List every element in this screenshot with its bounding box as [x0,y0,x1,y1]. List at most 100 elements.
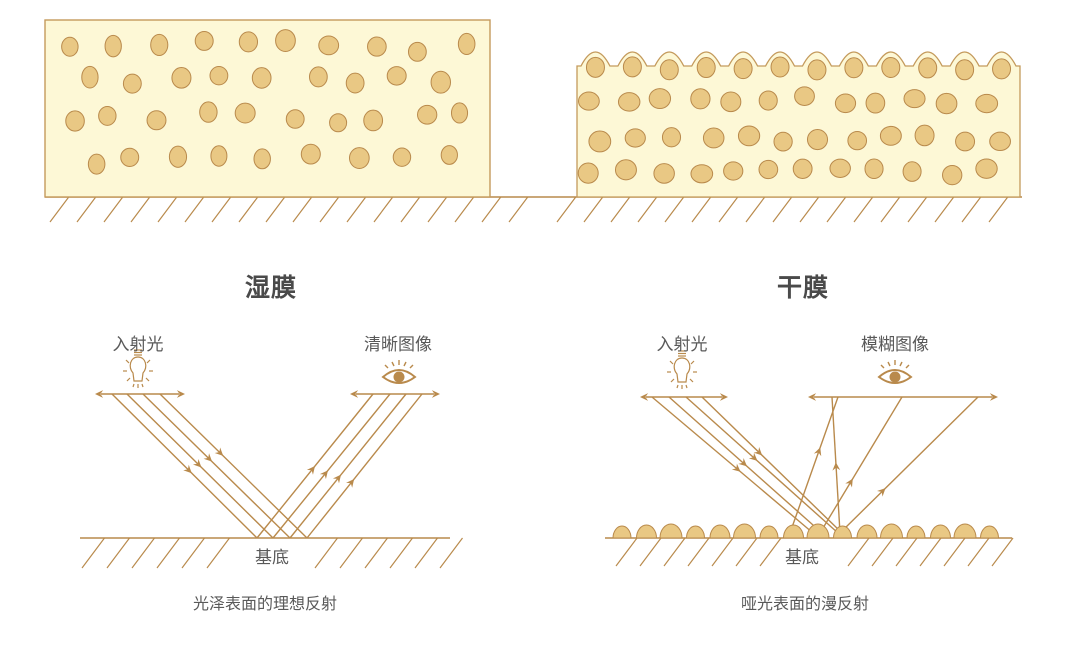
dry-film-particle [794,86,815,106]
light-bulb-icon-part [125,359,130,364]
dry-surface-particle [979,525,1000,539]
wet-incident-ray [111,393,258,539]
wet-film-particle [234,102,256,124]
light-bulb-icon-part [141,383,144,388]
wet-substrate-hatch [439,537,463,569]
dry-film-particle [758,159,779,180]
dry-film-top-particle [585,56,605,78]
eye-icon-pupil [393,371,405,383]
light-bulb-icon-part [669,360,674,365]
dry-surface-particle [856,524,878,539]
wet-incident-ray-arrowhead [203,453,213,462]
wet-film-particle [275,29,296,53]
dry-scattered-ray-arrowhead [845,478,853,488]
dry-image-arrow-right-head [989,393,998,401]
dry-film-particle [834,93,857,114]
wet-substrate-hatch [81,537,105,569]
wet-film-particle [300,143,321,165]
top-hatch [454,196,475,223]
eye-icon-outline [877,369,913,384]
dry-scattered-ray-arrowhead [877,488,886,497]
wet-film-particle [209,66,229,86]
top-hatch [103,196,124,223]
dry-film-particle [720,91,742,113]
wet-film-particle [430,70,452,94]
dry-film-top-particle [696,57,716,79]
dry-film-particle [758,90,778,111]
dry-incident-arrow-left-head [640,393,649,401]
top-hatch [184,196,205,223]
dry-surface-particle [879,523,904,539]
wet-substrate-hatch [389,537,413,569]
wet-incident-ray-arrowhead [192,458,202,468]
wet-incident-arrow-right-head [176,390,185,398]
light-bulb-icon-part [670,378,675,383]
wet-film-particle [61,36,79,57]
top-hatch [583,196,604,223]
wet-film-particle [440,145,458,165]
top-hatch [961,196,982,223]
top-hatch [265,196,286,223]
wet-film-particle [417,104,438,125]
wet-film-particle [407,41,427,62]
dry-surface-particle [832,525,853,539]
dry-incident-label: 入射光 [656,335,708,355]
dry-film-particle [648,88,672,109]
dry-film-layer [576,51,1021,198]
dry-film-top-particle [918,57,938,79]
eye-icon-lash [391,361,395,367]
dry-substrate-hatch [943,537,966,567]
dry-surface-particle [659,523,683,539]
dry-film-particle [914,124,935,147]
top-hatch [880,196,901,223]
wet-substrate-hatch [339,537,363,569]
dry-surface-particle [929,524,952,539]
wet-film-particle [104,34,122,58]
wet-film-title: 湿膜 [244,273,298,302]
dry-film-particle [864,158,884,180]
top-hatch [610,196,631,223]
dry-film-particle [577,162,599,184]
dry-substrate-hatch [711,537,734,567]
top-hatch [556,196,577,223]
wet-substrate-hatch [156,537,180,569]
dry-incident-arrow-right-head [719,393,728,401]
dry-film-top-particle [881,57,901,79]
wet-reflected-ray [289,393,407,539]
wet-film-particle [87,153,106,175]
wet-film-particle [120,147,140,167]
dry-scattered-ray-arrowhead [813,447,822,457]
top-hatch [988,196,1009,223]
wet-film-particle [367,36,387,57]
dry-substrate-hatch [967,537,990,567]
top-hatch [373,196,394,223]
wet-incident-ray-arrowhead [214,447,224,456]
top-hatch [49,196,70,223]
dry-film-title: 干膜 [776,273,830,302]
dry-scattered-ray [839,396,979,534]
light-bulb-icon-part [145,377,150,382]
wet-reflected-ray-arrowhead [319,470,328,480]
wet-incident-ray [159,393,308,539]
light-bulb-icon-part [146,359,151,364]
light-bulb-icon-part [129,356,147,382]
eye-icon-outline [381,369,417,384]
dry-film-particle [903,89,926,109]
dry-substrate-hatch [759,537,782,567]
wet-caption: 光泽表面的理想反射 [192,594,338,613]
wet-incident-ray [142,393,291,539]
wet-film-particle [392,147,412,167]
dry-substrate-hatch [687,537,710,567]
wet-film-particle [345,72,365,94]
wet-substrate-hatch [131,537,155,569]
top-hatch [799,196,820,223]
dry-film-top-particle [844,57,864,79]
dry-film-top-particle [992,58,1012,80]
light-bulb-icon-part [132,383,135,388]
dry-film-particle [690,164,714,184]
wet-substrate-hatch [414,537,438,569]
wet-reflected-ray [272,393,391,539]
wet-film-particle [194,30,214,51]
eye-icon-lash [899,361,903,367]
wet-film-particle [386,66,407,86]
